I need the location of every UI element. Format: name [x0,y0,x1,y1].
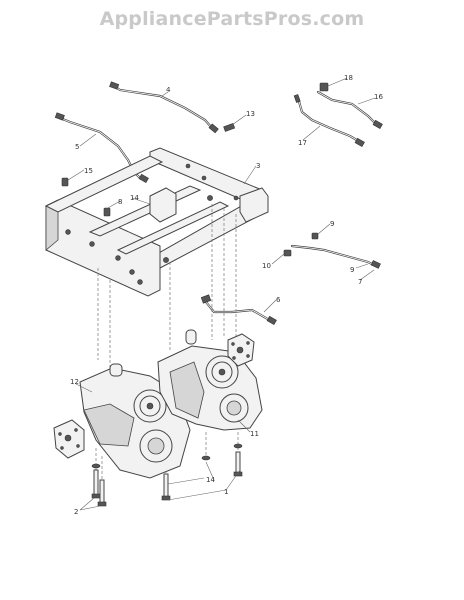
hydraulic-line-part-17[interactable] [293,94,365,148]
callout-2: 2 [74,508,78,516]
callout-18: 18 [344,74,353,82]
washer-part-14[interactable] [163,195,213,263]
fitting-part-10[interactable] [283,249,292,257]
callout-9-lower: 9 [350,266,354,274]
bolt-part-15[interactable] [61,177,69,187]
fitting-part-18[interactable] [319,82,329,92]
hydraulic-line-part-9[interactable] [290,244,381,269]
bolt-part-2[interactable] [91,469,107,507]
frame-part-3[interactable] [44,147,269,297]
callout-16: 16 [374,93,383,101]
callout-8: 8 [118,198,122,206]
callout-3: 3 [256,162,260,170]
watermark-text: AppliancePartsPros.com [99,8,365,30]
transmission-part-11[interactable] [157,329,263,431]
callout-11: 11 [250,430,259,438]
callout-4: 4 [166,86,171,94]
fitting-part-8-right[interactable] [311,232,319,240]
washer-part-14-lower[interactable] [91,443,243,469]
callout-5: 5 [75,143,79,151]
callout-6: 6 [276,296,281,304]
callout-14-lower: 14 [206,476,215,484]
callout-7: 7 [358,278,362,286]
fitting-part-13[interactable] [223,123,236,132]
bolt-part-8[interactable] [103,207,111,217]
hydraulic-line-part-16[interactable] [316,90,383,130]
callout-1: 1 [224,488,228,496]
callout-13: 13 [246,110,255,118]
hydraulic-line-part-4[interactable] [109,81,219,134]
callout-10: 10 [262,262,271,270]
hydraulic-line-part-6[interactable] [200,294,277,326]
callout-9-upper: 9 [330,220,334,228]
callout-14: 14 [130,194,139,202]
callout-12: 12 [70,378,79,386]
bolt-part-1[interactable] [161,451,243,501]
callout-17: 17 [298,139,307,147]
callout-15: 15 [84,167,93,175]
